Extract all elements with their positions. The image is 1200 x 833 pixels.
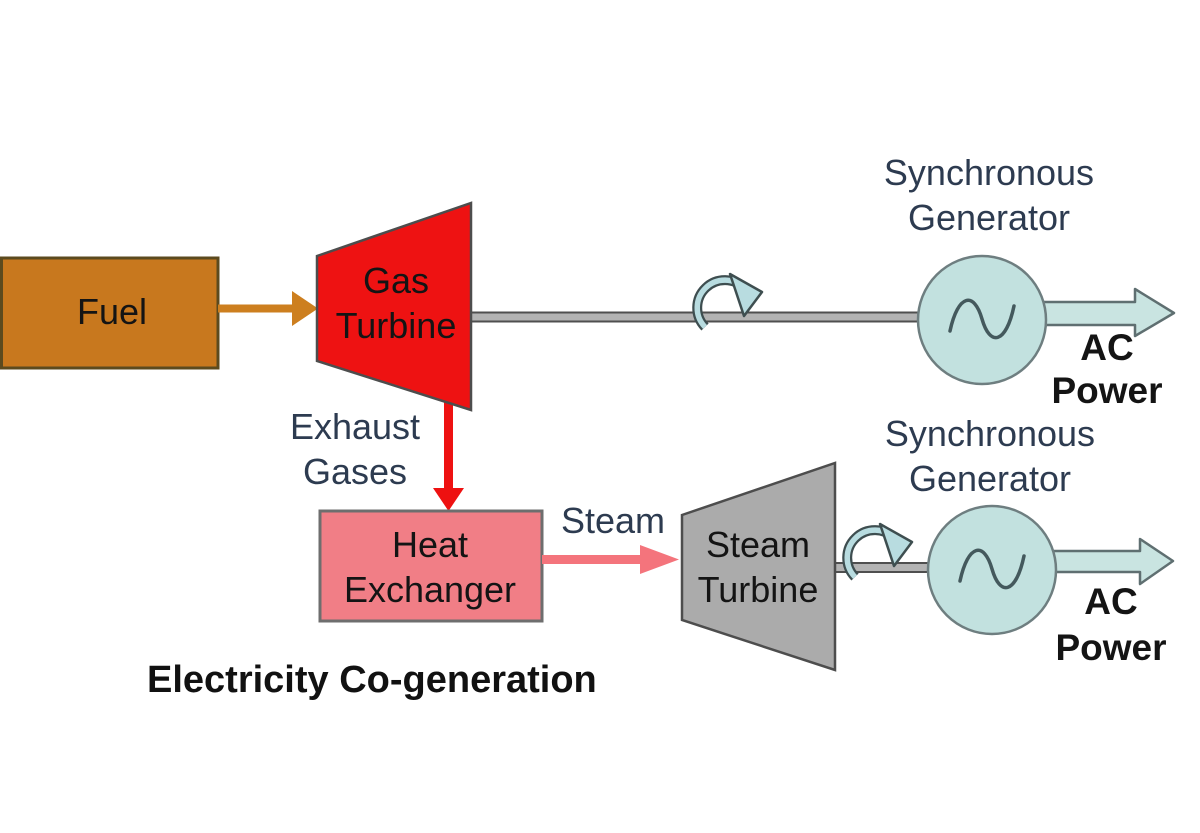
steam-label: Steam	[560, 500, 666, 541]
label-line: AC	[1080, 327, 1134, 368]
fuel-label: Fuel	[76, 291, 148, 332]
rotation-arrow-icon-bottom	[842, 522, 914, 581]
sync-generator-bottom-label: Synchronous Generator	[840, 411, 1140, 501]
sine-wave-icon	[948, 298, 1016, 340]
sine-wave-icon	[958, 548, 1026, 590]
rotation-arrow-icon-top	[692, 272, 764, 331]
label-line: Generator	[907, 197, 1071, 238]
heat-exchanger-box	[318, 509, 544, 623]
label-line: Steam	[705, 524, 811, 565]
label-line: Heat	[391, 524, 469, 565]
ac-power-top-label: AC Power	[1007, 326, 1200, 412]
label-line: Synchronous	[884, 413, 1096, 454]
steam-arrow	[542, 545, 679, 574]
label-line: Power	[1055, 627, 1167, 668]
label-line: Gases	[302, 451, 408, 492]
label-line: Turbine	[335, 305, 457, 346]
gas-turbine-label: Gas Turbine	[286, 258, 506, 348]
label-line: AC	[1084, 581, 1138, 622]
label-line: Exhaust	[289, 406, 421, 447]
exhaust-gases-arrow	[433, 400, 464, 511]
generator-bottom	[926, 504, 1058, 636]
label-line: Gas	[362, 260, 430, 301]
exhaust-gases-label: Exhaust Gases	[255, 404, 455, 494]
label-line: Synchronous	[883, 152, 1095, 193]
steam-turbine-shape	[680, 461, 837, 672]
label-line: Turbine	[697, 569, 819, 610]
fuel-box	[0, 256, 220, 370]
label-line: Exchanger	[343, 569, 517, 610]
gas-turbine-shape	[315, 201, 473, 412]
diagram-title: Electricity Co-generation	[147, 659, 597, 701]
ac-power-bottom-label: AC Power	[1011, 579, 1200, 671]
label-line: Generator	[908, 458, 1072, 499]
steam-turbine-label: Steam Turbine	[658, 522, 858, 612]
ac-power-arrow-bottom	[1046, 537, 1175, 586]
ac-power-arrow-top	[1038, 287, 1176, 338]
fuel-arrow	[218, 291, 318, 326]
sync-generator-top-label: Synchronous Generator	[839, 150, 1139, 240]
generator-top	[916, 254, 1048, 386]
label-line: Power	[1051, 370, 1163, 411]
heat-exchanger-label: Heat Exchanger	[319, 522, 541, 612]
